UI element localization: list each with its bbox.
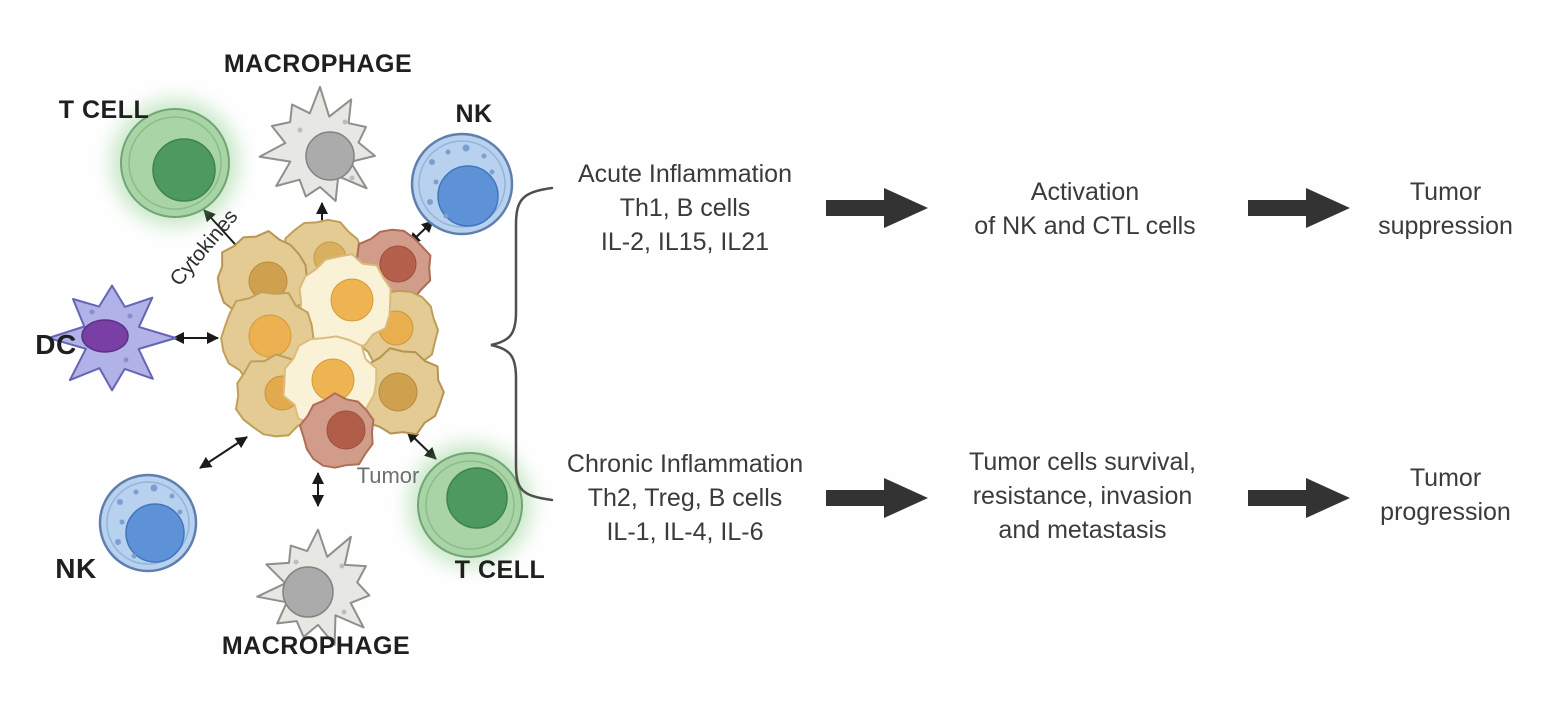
nk-granules — [115, 484, 183, 559]
nk-nucleus — [437, 165, 499, 227]
macrophage-nucleus — [305, 131, 355, 181]
t-cell-nucleus — [446, 467, 508, 529]
t-cell-inner-ring — [128, 116, 222, 210]
nk-top-label: NK — [455, 100, 492, 128]
flow-arrow-icon — [826, 476, 928, 520]
flow-line: Th2, Treg, B cells — [587, 483, 783, 512]
macrophage-bottom-label: MACROPHAGE — [222, 632, 410, 660]
flow-line: Th1, B cells — [619, 193, 751, 222]
dc-label: DC — [35, 329, 76, 360]
flow-line: of NK and CTL cells — [974, 211, 1196, 240]
chronic-outcome-text: Tumor progression — [1358, 462, 1533, 530]
nk-inner-ring — [418, 140, 506, 228]
t-cell-nucleus — [152, 138, 216, 202]
flow-line: Tumor cells survival, — [969, 448, 1196, 476]
flow-arrow-icon — [826, 186, 928, 230]
tumor-label: Tumor — [357, 463, 420, 488]
t-cell-bottom — [408, 443, 532, 567]
flow-line: suppression — [1378, 211, 1513, 240]
flow-line: IL-2, IL15, IL21 — [600, 227, 770, 256]
tumor-cell-nucleus — [330, 278, 374, 322]
nk-nucleus — [125, 503, 185, 563]
t-cell-top — [111, 99, 239, 227]
flow-line: Chronic Inflammation — [566, 450, 804, 478]
nk-cell-bottom — [98, 473, 198, 573]
arrow-nkbottom-tumor — [199, 436, 248, 469]
macrophage-nucleus — [282, 566, 334, 618]
arrow-tcellbottom-tumor — [406, 430, 437, 460]
chronic-trigger-text: Chronic Inflammation Th2, Treg, B cells … — [535, 448, 835, 549]
flow-line: resistance, invasion — [972, 481, 1193, 510]
chronic-effect-text: Tumor cells survival, resistance, invasi… — [935, 446, 1230, 547]
tumor-cell-nucleus — [326, 410, 366, 450]
flow-line: and metastasis — [998, 515, 1167, 544]
tumor-cluster — [216, 218, 445, 469]
curly-brace — [490, 186, 554, 502]
flow-line: Tumor — [1409, 178, 1482, 206]
flow-arrow-icon — [1248, 476, 1350, 520]
nk-cell-top — [410, 132, 514, 236]
t-cell-bottom-label: T CELL — [455, 556, 546, 584]
flow-line: Acute Inflammation — [578, 160, 792, 188]
tumor-cell-nucleus — [378, 372, 418, 412]
acute-outcome-text: Tumor suppression — [1363, 176, 1528, 244]
cell-diagram: T CELL MACROPHAGE NK DC NK T CELL MACROP… — [35, 50, 554, 660]
tumor-cell-nucleus — [248, 314, 292, 358]
dc-cell — [47, 284, 177, 392]
nk-granules — [427, 144, 495, 219]
flow-arrow-icon — [1248, 186, 1350, 230]
t-cell-inner-ring — [425, 460, 515, 550]
tumor-cell-nucleus — [379, 245, 417, 283]
macrophage-bottom — [256, 528, 371, 646]
flow-line: IL-1, IL-4, IL-6 — [606, 517, 764, 546]
macrophage-top — [258, 85, 376, 202]
macrophage-top-label: MACROPHAGE — [224, 50, 412, 78]
flow-line: Tumor — [1409, 464, 1482, 492]
t-cell-top-label: T CELL — [59, 96, 150, 124]
acute-trigger-text: Acute Inflammation Th1, B cells IL-2, IL… — [535, 158, 835, 259]
nk-inner-ring — [106, 481, 190, 565]
acute-effect-text: Activation of NK and CTL cells — [950, 176, 1220, 244]
flow-line: Activation — [1030, 178, 1140, 206]
dc-nucleus — [81, 319, 129, 353]
flow-line: progression — [1380, 497, 1511, 526]
nk-bottom-label: NK — [55, 553, 96, 584]
